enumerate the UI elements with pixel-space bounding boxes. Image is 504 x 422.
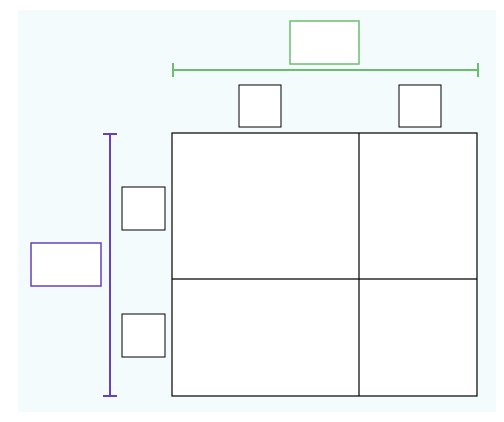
row-title-box (30, 242, 102, 287)
row-axis-bracket (103, 133, 117, 397)
row-title-rect (30, 242, 102, 287)
column-title-box (289, 20, 360, 65)
row-label-1 (121, 186, 166, 231)
matrix-grid (171, 132, 478, 397)
row-label-2-box (121, 313, 166, 358)
row-label-1-box (121, 186, 166, 231)
row-label-2 (121, 313, 166, 358)
column-label-1 (238, 84, 282, 128)
matrix-grid-border (171, 132, 478, 397)
column-axis-bracket (172, 63, 479, 77)
column-label-2 (398, 84, 442, 128)
column-label-2-box (398, 84, 442, 128)
column-label-1-box (238, 84, 282, 128)
column-title-rect (289, 20, 360, 65)
